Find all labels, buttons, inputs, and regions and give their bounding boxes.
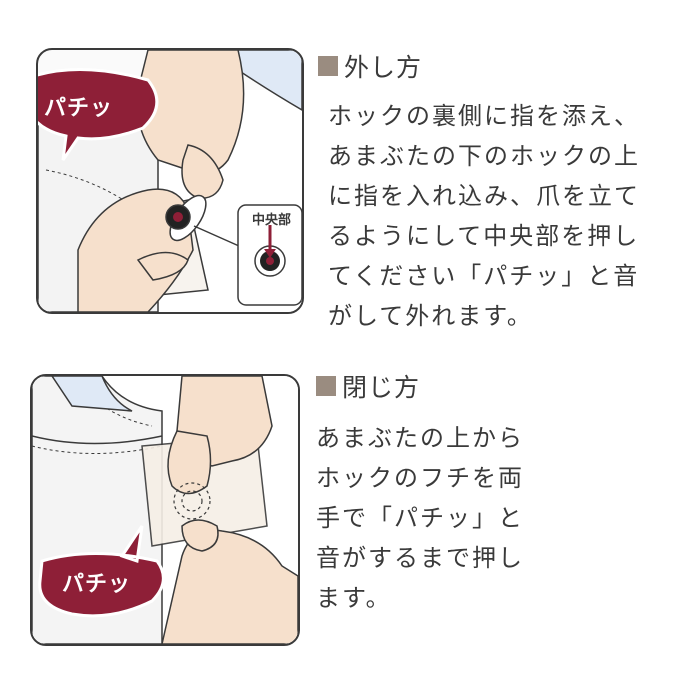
close-sound-bubble-text: パチッ [62, 572, 132, 597]
heading-square-icon [318, 56, 338, 76]
close-line: ます。 [316, 584, 392, 612]
remove-line: るようにして中央部を押し [328, 222, 640, 250]
remove-line: ホックの裏側に指を添え、 [328, 102, 640, 130]
close-line: 手で「パチッ」と [316, 504, 524, 532]
close-heading-text: 閉じ方 [342, 373, 421, 402]
close-heading: 閉じ方 [316, 368, 420, 404]
close-hands-drawing [32, 376, 298, 644]
close-line: 音がするまで押し [316, 544, 524, 572]
remove-line: がして外れます。 [328, 302, 533, 330]
center-callout-label: 中央部 [252, 213, 292, 228]
close-line: ホックのフチを両 [316, 464, 524, 492]
heading-square-icon [316, 376, 336, 396]
remove-line: てください「パチッ」と音 [328, 262, 640, 290]
remove-instructions: ホックの裏側に指を添え、 あまぶたの下のホックの上 に指を入れ込み、爪を立て る… [328, 96, 640, 336]
remove-hands-drawing [38, 50, 302, 312]
remove-illustration: パチッ 中央部 [36, 48, 304, 314]
close-line: あまぶたの上から [316, 424, 524, 452]
remove-line: に指を入れ込み、爪を立て [328, 182, 640, 210]
remove-line: あまぶたの下のホックの上 [328, 142, 640, 170]
remove-sound-bubble-text: パチッ [44, 96, 114, 121]
remove-heading: 外し方 [318, 48, 422, 84]
close-illustration: パチッ [30, 374, 300, 646]
close-instructions: あまぶたの上から ホックのフチを両 手で「パチッ」と 音がするまで押し ます。 [316, 418, 524, 618]
remove-heading-text: 外し方 [344, 53, 423, 82]
